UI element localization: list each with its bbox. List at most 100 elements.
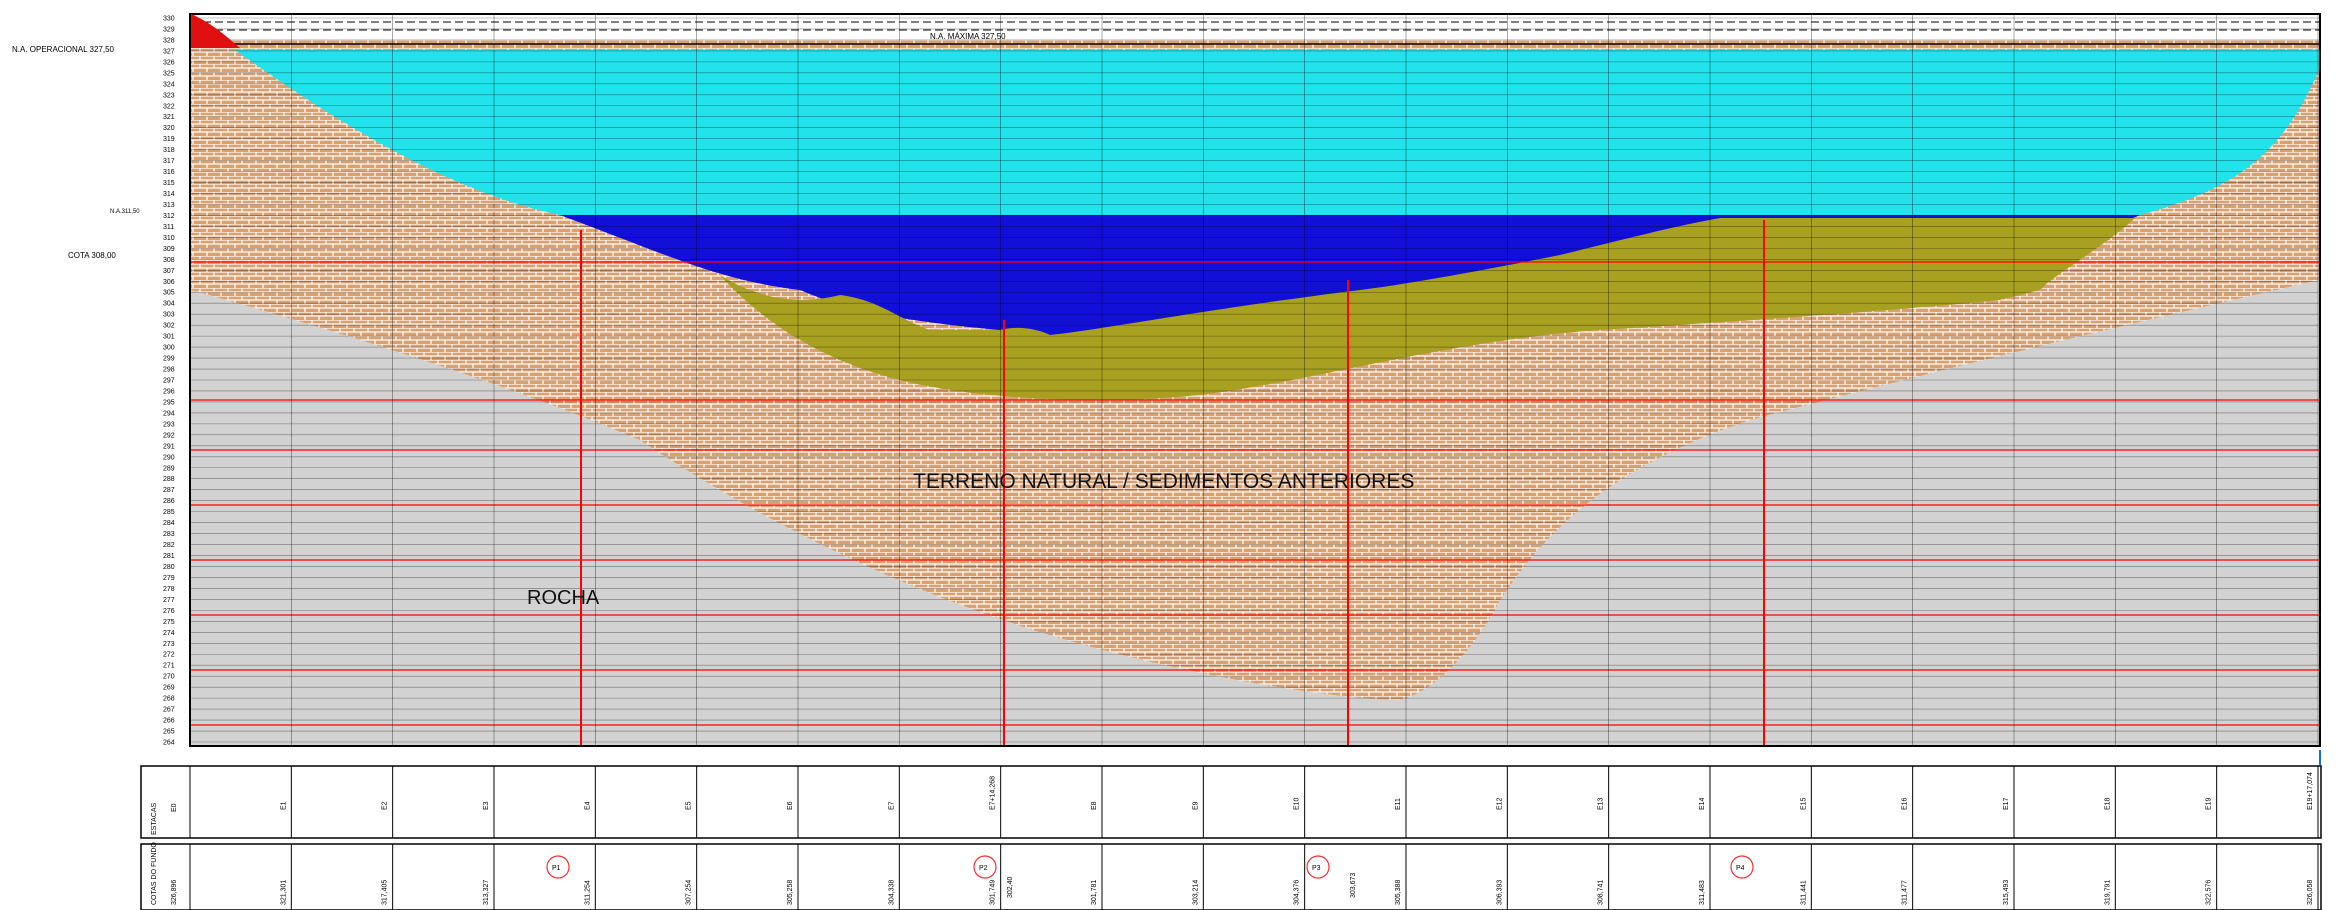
elevation-tick-label: 312 xyxy=(163,213,175,220)
na-maxima-label: N.A. MÁXIMA 327,50 xyxy=(930,32,1006,41)
elevation-tick-label: 320 xyxy=(163,125,175,132)
station-label: E17 xyxy=(2003,797,2010,810)
red-reference-lines xyxy=(191,261,2319,726)
elevation-tick-label: 267 xyxy=(163,707,175,714)
elevation-tick-label: 264 xyxy=(163,740,175,747)
station-label: E12 xyxy=(1496,797,1503,810)
terreno-label: TERRENO NATURAL / SEDIMENTOS ANTERIORES xyxy=(913,470,1414,493)
elevation-tick-label: 317 xyxy=(163,158,175,165)
depth-label: 311,477 xyxy=(1902,880,1909,905)
na-operacional-label: N.A. OPERACIONAL 327,50 xyxy=(12,45,115,54)
depth-label: 308,741 xyxy=(1598,880,1605,905)
depth-label: 311,483 xyxy=(1699,880,1706,905)
elevation-tick-label: 266 xyxy=(163,718,175,725)
elevation-tick-label: 293 xyxy=(163,421,175,428)
elevation-tick-label: 326 xyxy=(163,59,175,66)
elevation-tick-label: 297 xyxy=(163,378,175,385)
depth-label: 306,393 xyxy=(1496,880,1503,905)
station-label: E8 xyxy=(1091,801,1098,810)
elevation-tick-label: 280 xyxy=(163,564,175,571)
elevation-tick-label: 321 xyxy=(163,114,175,121)
elevation-tick-label: 281 xyxy=(163,553,175,560)
station-label: E2 xyxy=(382,801,389,810)
station-label: E7+14,268 xyxy=(990,776,997,810)
elevation-tick-label: 269 xyxy=(163,685,175,692)
depth-label: 301,749 xyxy=(990,880,997,905)
station-label: E15 xyxy=(1800,797,1807,810)
elevation-tick-label: 302 xyxy=(163,323,175,330)
elevation-tick-label: 276 xyxy=(163,608,175,615)
elevation-axis: 3303293283273263253243233223213203193183… xyxy=(163,16,175,747)
table-header-depths: COTAS DO FUNDO xyxy=(151,842,158,905)
elevation-tick-label: 307 xyxy=(163,268,175,275)
elevation-tick-label: 272 xyxy=(163,652,175,659)
station-label: E4 xyxy=(584,801,591,810)
elevation-tick-label: 294 xyxy=(163,410,175,417)
elevation-tick-label: 284 xyxy=(163,520,175,527)
na-maxima-lines xyxy=(191,21,2319,45)
elevation-tick-label: 278 xyxy=(163,586,175,593)
elevation-tick-label: 292 xyxy=(163,432,175,439)
station-label: E19+17,074 xyxy=(2307,772,2314,810)
depth-label: 307,254 xyxy=(686,880,693,905)
station-label: E14 xyxy=(1699,797,1706,810)
depth-label: 322,576 xyxy=(2206,880,2213,905)
elevation-tick-label: 299 xyxy=(163,356,175,363)
elevation-tick-label: 308 xyxy=(163,257,175,264)
elevation-tick-label: 295 xyxy=(163,399,175,406)
depth-label: 311,254 xyxy=(584,880,591,905)
station-label: E5 xyxy=(686,801,693,810)
elevation-tick-label: 268 xyxy=(163,696,175,703)
elevation-tick-label: 290 xyxy=(163,454,175,461)
elevation-tick-label: 328 xyxy=(163,37,175,44)
water-upper xyxy=(235,50,2319,215)
depth-label: 313,327 xyxy=(483,880,490,905)
table-start-station: E0 xyxy=(171,803,178,812)
borehole-cota-2: 303,673 xyxy=(1350,873,1357,898)
elevation-tick-label: 275 xyxy=(163,619,175,626)
elevation-tick-label: 311 xyxy=(163,224,174,231)
elevation-tick-label: 305 xyxy=(163,290,175,297)
elevation-tick-label: 287 xyxy=(163,487,175,494)
elevation-tick-label: 301 xyxy=(163,334,175,341)
station-lines xyxy=(189,14,2319,745)
elevation-tick-label: 303 xyxy=(163,312,175,319)
borehole-label-4: P4 xyxy=(1736,865,1745,872)
elevation-tick-label: 322 xyxy=(163,103,175,110)
station-table xyxy=(140,765,2322,910)
station-label: E11 xyxy=(1395,798,1402,810)
depth-label: 319,791 xyxy=(2104,880,2111,905)
elevation-tick-label: 313 xyxy=(163,202,175,209)
elevation-tick-label: 327 xyxy=(163,48,175,55)
elevation-tick-label: 270 xyxy=(163,674,175,681)
station-label: E1 xyxy=(280,801,287,810)
borehole-label-1: P1 xyxy=(552,865,561,872)
depth-label: 321,301 xyxy=(280,880,287,905)
red-wedge xyxy=(191,14,240,48)
elevation-tick-label: 319 xyxy=(163,136,175,143)
elevation-tick-label: 274 xyxy=(163,630,175,637)
elevation-tick-label: 316 xyxy=(163,169,175,176)
station-label: E10 xyxy=(1294,797,1301,810)
depth-label: 311,441 xyxy=(1800,880,1807,905)
elevation-tick-label: 306 xyxy=(163,279,175,286)
depth-label: 305,258 xyxy=(787,880,794,905)
elevation-tick-label: 304 xyxy=(163,301,175,308)
elevation-tick-label: 310 xyxy=(163,235,175,242)
rocha-label: ROCHA xyxy=(527,587,600,609)
depth-label: 305,388 xyxy=(1395,880,1402,905)
elevation-tick-label: 318 xyxy=(163,147,175,154)
elevation-tick-label: 296 xyxy=(163,388,175,395)
depth-label: 315,493 xyxy=(2003,880,2010,905)
elevation-gridlines xyxy=(191,17,2319,743)
elevation-tick-label: 289 xyxy=(163,465,175,472)
depth-label: 303,214 xyxy=(1192,880,1199,905)
depth-label: 326,058 xyxy=(2307,880,2314,905)
station-label: E19 xyxy=(2206,797,2213,810)
elevation-tick-label: 277 xyxy=(163,597,175,604)
elevation-tick-label: 273 xyxy=(163,641,175,648)
table-start-depth: 326,896 xyxy=(171,880,178,905)
station-label: E3 xyxy=(483,801,490,810)
